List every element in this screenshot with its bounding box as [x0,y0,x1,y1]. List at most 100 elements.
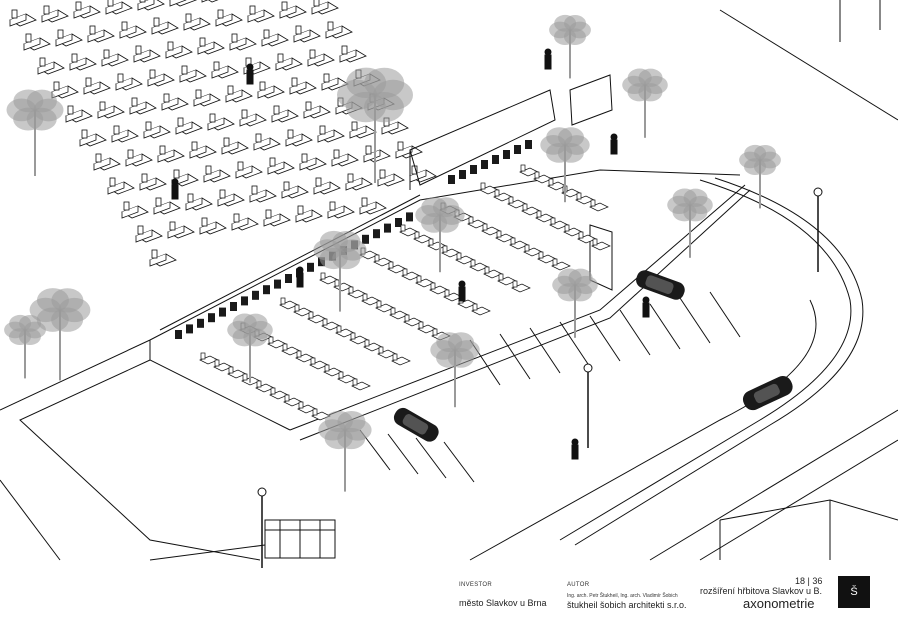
old-grave [129,97,157,115]
old-grave [179,65,207,83]
new-grave [511,280,531,293]
old-grave [139,173,167,191]
old-grave [193,89,221,107]
new-grave [427,238,447,251]
niche [525,140,532,149]
project-title: rozšíření hřbitova Slavkov u B. [700,586,823,596]
tree [667,188,713,258]
old-grave [311,0,339,15]
old-grave [125,149,153,167]
tree [622,68,668,138]
old-grave [279,1,307,19]
old-grave [359,197,387,215]
tree [313,230,367,312]
figures-and-lamps [171,48,823,568]
old-grave [37,57,65,75]
old-grave [111,125,139,143]
author-firm: štukheil šobich architekti s.r.o. [567,600,687,610]
old-grave [331,149,359,167]
old-grave [275,53,303,71]
old-grave [167,221,195,239]
tree [6,89,64,176]
old-grave [153,197,181,215]
person-figure [458,280,466,302]
old-grave [257,81,285,99]
old-grave [41,5,69,23]
old-grave [55,29,83,47]
investor-value: město Slavkov u Brna [459,598,547,608]
old-grave [217,189,245,207]
old-grave [9,9,37,27]
tree [430,332,480,408]
niche [285,274,292,283]
person-figure [171,178,179,200]
old-grave [161,93,189,111]
old-grave [105,0,133,15]
tree [415,197,465,273]
niche [492,155,499,164]
old-grave [327,201,355,219]
old-grave [249,185,277,203]
niche [448,175,455,184]
niche [470,165,477,174]
parking-stripe [589,315,621,362]
old-grave [231,213,259,231]
old-grave [267,157,295,175]
old-cemetery-graves [9,0,437,267]
old-grave [211,61,239,79]
tree [739,144,781,209]
old-grave [229,33,257,51]
new-grave [391,353,411,366]
old-grave [51,81,79,99]
niche [395,218,402,227]
niche [503,150,510,159]
tree [227,313,273,383]
old-grave [101,49,129,67]
old-grave [199,217,227,235]
old-grave [73,1,101,19]
old-grave [135,225,163,243]
niche [241,296,248,306]
person-figure [296,266,304,288]
old-grave [235,161,263,179]
parking-stripe [559,321,591,368]
person-figure [544,48,552,70]
old-grave [207,113,235,131]
parking-stripe [443,441,475,483]
old-grave [247,5,275,23]
old-grave [307,49,335,67]
person-figure [642,296,650,318]
new-grave [387,261,407,274]
old-grave [253,133,281,151]
person-figure [571,438,579,460]
author-label: AUTOR [567,582,590,588]
tree [337,67,413,183]
new-grave [401,268,421,281]
studio-logo: Š [838,576,870,608]
niche [252,290,259,300]
tree [540,127,590,203]
niche [406,212,413,222]
old-grave [295,205,323,223]
old-grave [183,13,211,31]
new-graves [199,164,611,421]
old-grave [147,69,175,87]
niche [263,285,270,295]
old-grave [293,25,321,43]
niche [481,160,488,169]
old-grave [149,249,177,267]
tree [549,14,591,79]
parking-stripes [359,291,741,483]
drawing-title: axonometrie [743,596,815,611]
old-grave [201,0,219,3]
old-grave [157,145,185,163]
old-grave [151,17,179,35]
old-grave [215,9,243,27]
sheet-number: 18 | 36 [795,576,823,586]
drawing-frame [719,0,898,121]
parking-stripe [499,333,531,380]
new-grave [467,216,487,229]
entrance-gate [149,519,336,561]
niche [175,330,182,339]
old-grave [189,141,217,159]
